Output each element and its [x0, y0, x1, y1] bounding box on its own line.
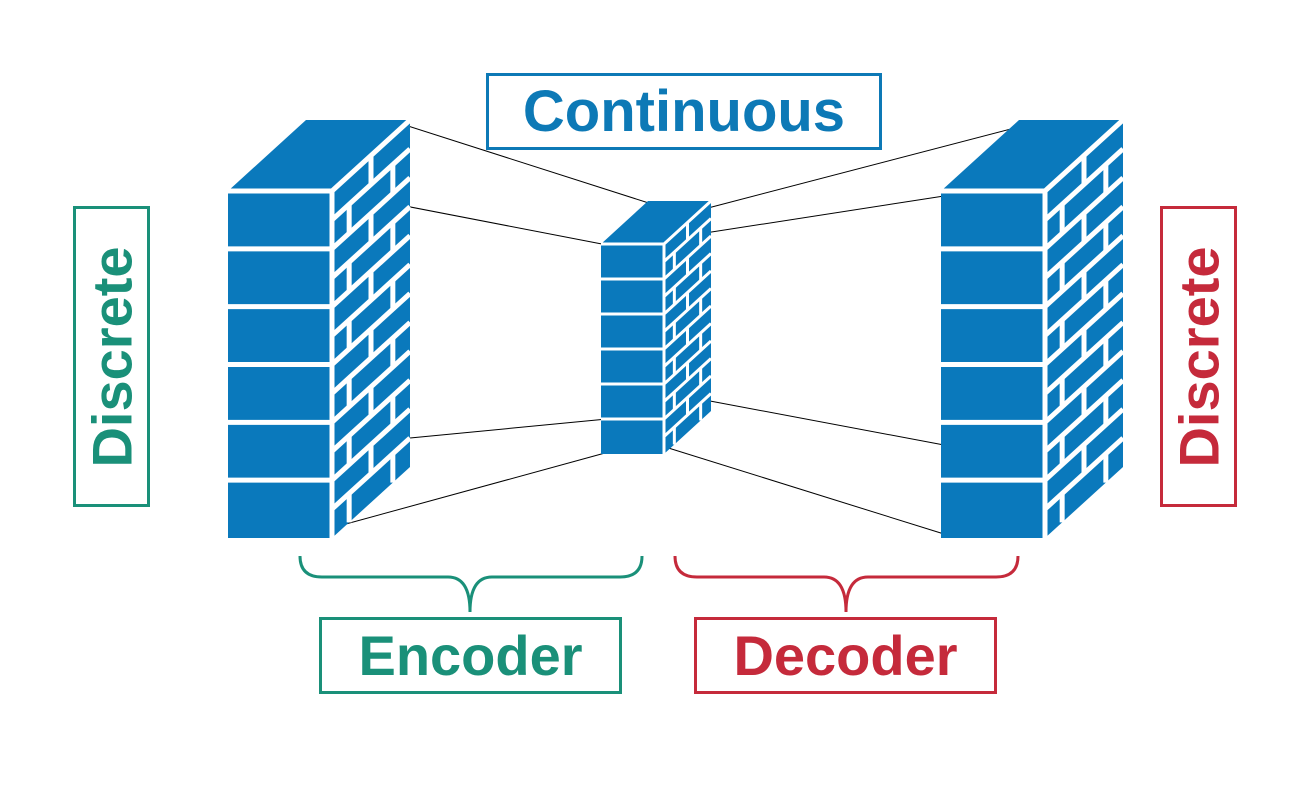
decoder-label: Decoder: [694, 617, 997, 694]
connector-line: [709, 400, 945, 446]
decoder-brace-icon: [673, 555, 1020, 613]
encoder-label: Encoder: [319, 617, 622, 694]
mortar-line: [228, 118, 412, 194]
discrete-output-label-box: Discrete: [1160, 206, 1237, 507]
discrete-output-label: Discrete: [1167, 245, 1230, 468]
mortar-line: [601, 199, 713, 246]
wall-top-face: [601, 201, 711, 244]
discrete-input-label-box: Discrete: [73, 206, 150, 507]
mortar-line: [941, 118, 1125, 194]
output-brick-wall-icon: [941, 118, 1125, 538]
connector-line: [409, 418, 608, 439]
connector-line: [334, 452, 606, 528]
connector-line: [407, 125, 656, 206]
connector-line: [661, 445, 945, 535]
discrete-input-label: Discrete: [80, 245, 143, 468]
latent-brick-wall-icon: [601, 199, 713, 454]
encoder-brace-icon: [298, 555, 644, 613]
input-brick-wall-icon: [228, 118, 412, 538]
continuous-label: Continuous: [486, 73, 882, 150]
wall-top-face: [228, 120, 410, 191]
wall-top-face: [941, 120, 1123, 191]
connector-line: [707, 123, 1031, 209]
